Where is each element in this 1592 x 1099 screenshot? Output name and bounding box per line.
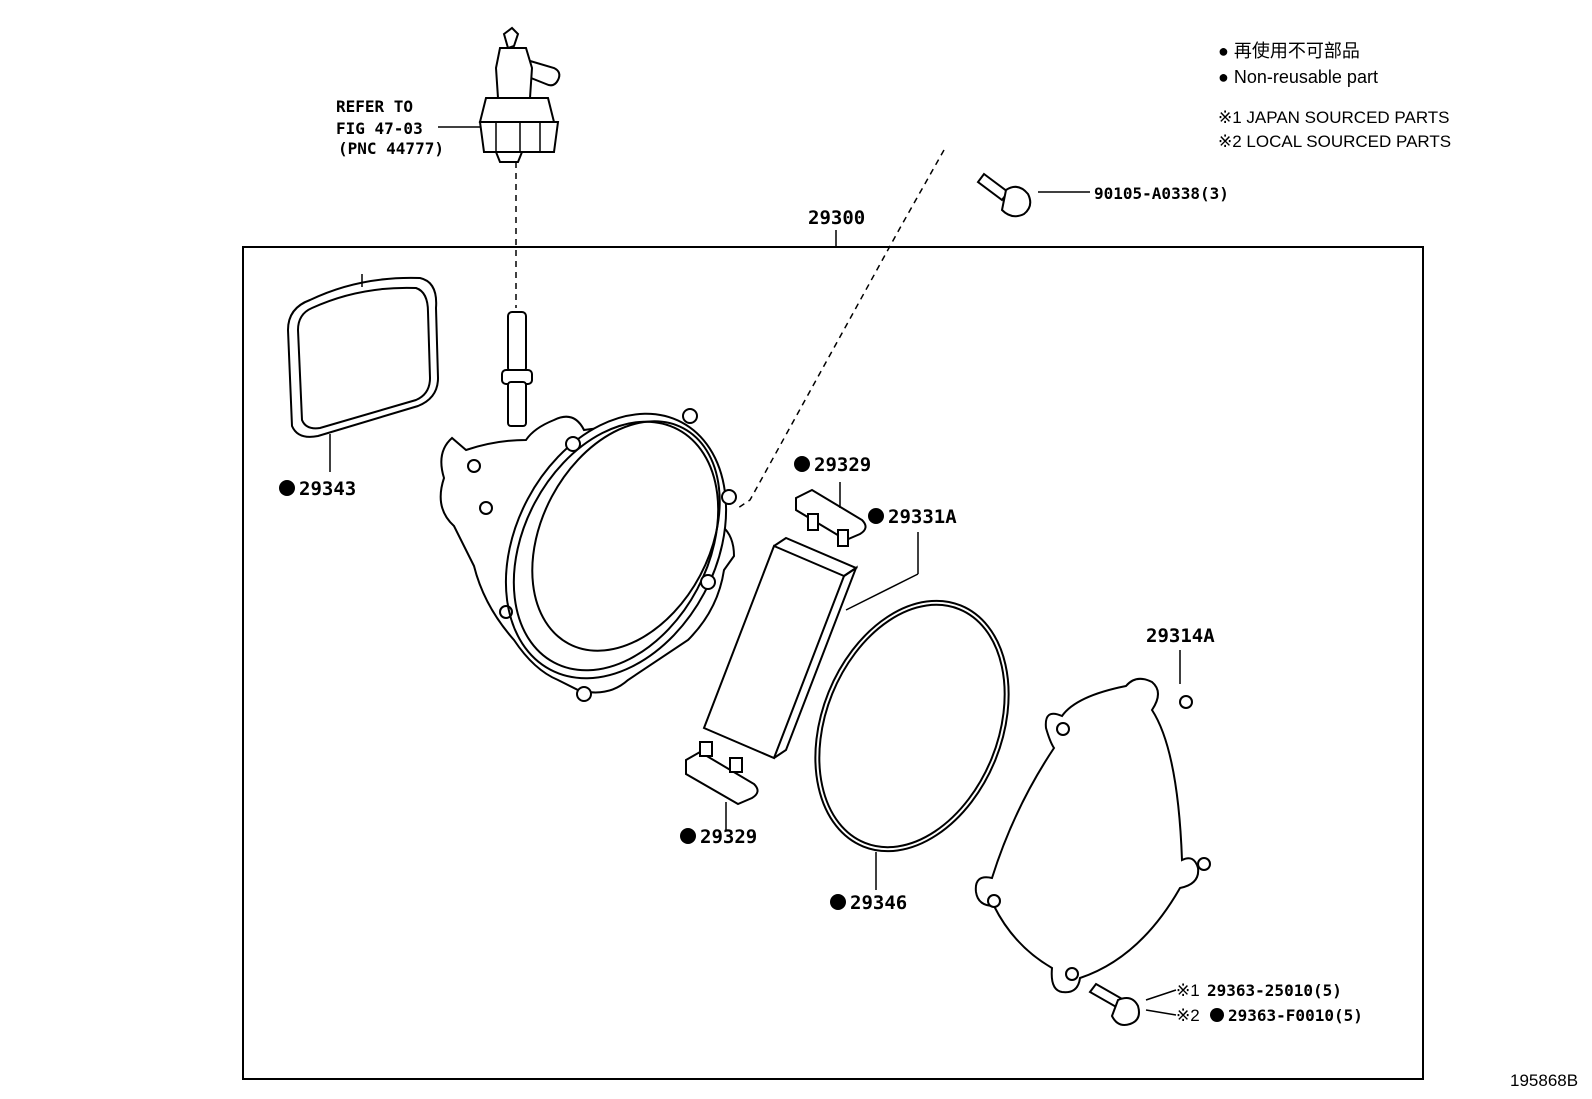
refer-note: REFER TO FIG 47-03 (PNC 44777)	[336, 97, 482, 158]
label-gasket-left: 29343	[299, 478, 356, 500]
legend-local-sourced: ※2 LOCAL SOURCED PARTS	[1218, 132, 1451, 151]
legend-japanese: ● 再使用不可部品	[1218, 41, 1360, 61]
label-assembly: 29300	[808, 207, 865, 229]
non-reusable-dot-icon	[279, 480, 295, 496]
refer-line1: REFER TO	[336, 97, 413, 116]
o-ring-icon	[814, 599, 1010, 890]
vane-top-icon	[795, 482, 867, 547]
check-valve-icon	[478, 26, 561, 163]
bolt-icon	[976, 172, 1090, 218]
figure-id: 195868B	[1510, 1071, 1578, 1090]
label-bolt: 90105-A0338(3)	[1094, 184, 1229, 203]
refer-line2: FIG 47-03	[336, 119, 423, 138]
label-screw-local: 29363-F0010(5)	[1228, 1006, 1363, 1025]
label-vane-bottom: 29329	[700, 826, 757, 848]
screw-icon	[1088, 982, 1177, 1026]
label-screw-jp: 29363-25010(5)	[1207, 981, 1342, 1000]
screw-jp-mark: ※1	[1176, 981, 1200, 1000]
legend: ● 再使用不可部品 ● Non-reusable part ※1 JAPAN S…	[1218, 41, 1451, 151]
refer-line3: (PNC 44777)	[338, 139, 444, 158]
legend-japan-sourced: ※1 JAPAN SOURCED PARTS	[1218, 108, 1450, 127]
screw-local-mark: ※2	[1176, 1006, 1200, 1025]
non-reusable-dot-icon	[794, 456, 810, 472]
vane-bottom-icon	[685, 741, 759, 830]
label-vane-top: 29329	[814, 454, 871, 476]
label-o-ring: 29346	[850, 892, 907, 914]
label-cover: 29314A	[1146, 625, 1215, 647]
non-reusable-dot-icon	[1210, 1008, 1224, 1022]
assembly-frame	[242, 246, 1424, 1080]
pump-housing-icon	[439, 408, 737, 702]
rotor-icon	[702, 532, 919, 760]
non-reusable-dot-icon	[680, 828, 696, 844]
label-rotor: 29331A	[888, 506, 957, 528]
legend-non-reusable: ● Non-reusable part	[1218, 67, 1378, 87]
non-reusable-dot-icon	[868, 508, 884, 524]
non-reusable-dot-icon	[830, 894, 846, 910]
cover-plate-icon	[974, 650, 1211, 994]
nozzle-icon	[501, 311, 533, 427]
gasket-left-icon	[286, 274, 440, 472]
